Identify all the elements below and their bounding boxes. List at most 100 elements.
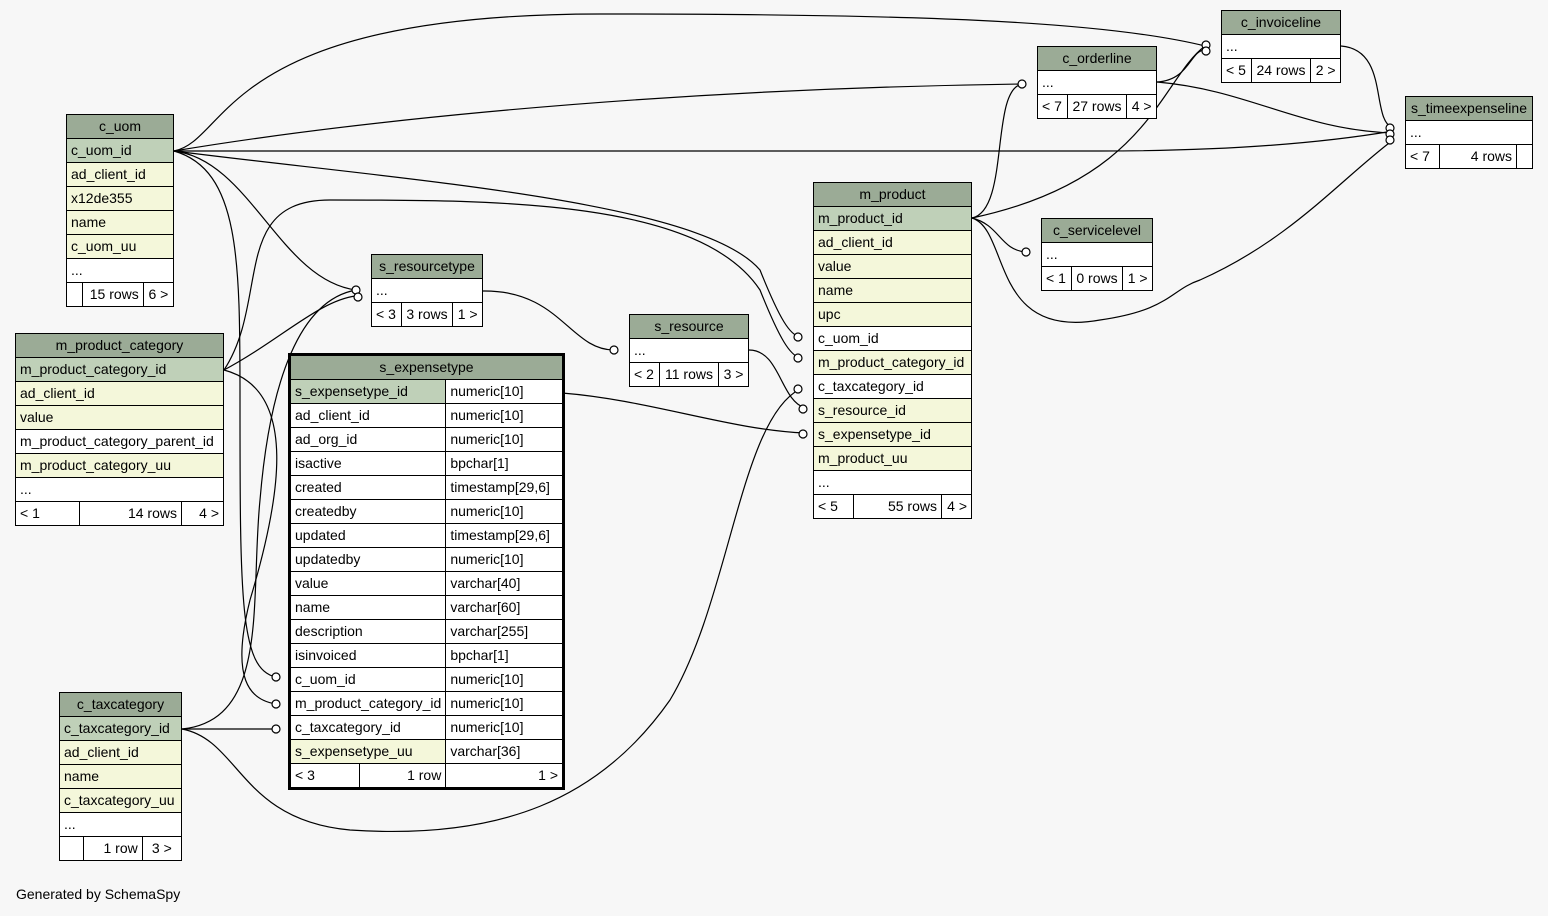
column-name: m_product_id: [813, 206, 972, 231]
edge-mpc-m_product: [223, 199, 801, 371]
table-c_servicelevel[interactable]: c_servicelevel ... < 1 0 rows 1 >: [1041, 218, 1153, 291]
parents-link[interactable]: < 7: [1405, 144, 1440, 169]
parents-link[interactable]: [66, 282, 83, 307]
column-name: c_uom_uu: [66, 234, 174, 259]
column-type: bpchar[1]: [445, 451, 563, 476]
column-name: updatedby: [289, 547, 447, 572]
parents-link[interactable]: < 1: [15, 501, 80, 526]
table-c_taxcategory[interactable]: c_taxcategory c_taxcategory_id ad_client…: [59, 692, 183, 861]
children-link[interactable]: 1 >: [445, 763, 563, 788]
edge-cil-s_timeexpenseline: [1340, 45, 1394, 129]
table-c_invoiceline[interactable]: c_invoiceline ... < 5 24 rows 2 >: [1221, 10, 1341, 83]
column-name: c_uom_id: [66, 138, 174, 163]
row-count: 0 rows: [1070, 266, 1124, 291]
column-name: updated: [289, 523, 447, 548]
column-name: s_expensetype_id: [289, 379, 447, 404]
edge-col-s_timeexpenseline: [1156, 81, 1394, 134]
column-name: s_expensetype_uu: [289, 739, 447, 764]
parents-link[interactable]: < 5: [1221, 58, 1252, 83]
table-title[interactable]: c_uom: [66, 114, 174, 139]
column-type: bpchar[1]: [445, 643, 563, 668]
edge-ctc-m_product: [181, 388, 801, 833]
column-name: c_taxcategory_id: [813, 374, 972, 399]
parents-link[interactable]: < 1: [1041, 266, 1072, 291]
table-s_resource[interactable]: s_resource ... < 2 11 rows 3 >: [629, 314, 749, 387]
table-title[interactable]: c_orderline: [1037, 46, 1157, 71]
children-link[interactable]: 4 >: [181, 501, 224, 526]
table-title[interactable]: m_product: [813, 182, 972, 207]
column-name: ad_client_id: [59, 740, 182, 765]
parents-link[interactable]: < 5: [813, 494, 854, 519]
table-title[interactable]: m_product_category: [15, 333, 224, 358]
parents-link[interactable]: < 3: [289, 763, 361, 788]
table-title[interactable]: s_timeexpenseline: [1405, 96, 1533, 121]
column-name: ad_client_id: [66, 162, 174, 187]
table-c_orderline[interactable]: c_orderline ... < 7 27 rows 4 >: [1037, 46, 1157, 119]
column-name: c_taxcategory_id: [289, 715, 447, 740]
column-name: ad_org_id: [289, 427, 447, 452]
column-name: ad_client_id: [289, 403, 447, 428]
row-count: 3 rows: [400, 302, 454, 327]
parents-link[interactable]: < 2: [629, 362, 660, 387]
column-name: upc: [813, 302, 972, 327]
column-more: ...: [1405, 120, 1533, 145]
edge-c_uom-s_expensetype: [173, 150, 277, 678]
column-name: value: [813, 254, 972, 279]
column-name: s_resource_id: [813, 398, 972, 423]
column-name: m_product_category_parent_id: [15, 429, 224, 454]
row-count: 11 rows: [658, 362, 720, 387]
row-count: 14 rows: [79, 501, 182, 526]
table-title[interactable]: s_expensetype: [290, 355, 563, 380]
children-link[interactable]: 1 >: [452, 302, 483, 327]
column-name: m_product_uu: [813, 446, 972, 471]
column-name: ad_client_id: [15, 381, 224, 406]
column-type: numeric[10]: [445, 403, 563, 428]
parents-link[interactable]: < 3: [371, 302, 402, 327]
children-link[interactable]: 3 >: [718, 362, 749, 387]
column-name: c_uom_id: [289, 667, 447, 692]
row-count: 4 rows: [1439, 144, 1517, 169]
column-type: numeric[10]: [445, 667, 563, 692]
edge-mp-c_orderline: [971, 83, 1023, 219]
table-title[interactable]: c_servicelevel: [1041, 218, 1153, 243]
table-title[interactable]: s_resourcetype: [371, 254, 483, 279]
column-name: isactive: [289, 451, 447, 476]
edge-mpc-s_expensetype: [223, 369, 278, 705]
children-link[interactable]: 2 >: [1310, 58, 1341, 83]
row-count: 55 rows: [853, 494, 942, 519]
row-count: 15 rows: [82, 282, 144, 307]
column-name: createdby: [289, 499, 447, 524]
children-link[interactable]: [1516, 144, 1533, 169]
edge-c_uom-s_timeexpenseline: [174, 130, 1394, 152]
table-s_resourcetype[interactable]: s_resourcetype ... < 3 3 rows 1 >: [371, 254, 483, 327]
column-name: value: [289, 571, 447, 596]
table-s_timeexpenseline[interactable]: s_timeexpenseline ... < 7 4 rows: [1405, 96, 1533, 169]
children-link[interactable]: 3 >: [141, 836, 183, 861]
children-link[interactable]: 4 >: [941, 494, 972, 519]
column-type: numeric[10]: [445, 427, 563, 452]
children-link[interactable]: 6 >: [142, 282, 175, 307]
table-m_product_category[interactable]: m_product_category m_product_category_id…: [15, 333, 224, 526]
column-name: name: [59, 764, 182, 789]
parents-link[interactable]: < 7: [1037, 94, 1068, 119]
table-title[interactable]: s_resource: [629, 314, 749, 339]
column-type: numeric[10]: [445, 379, 563, 404]
column-name: ad_client_id: [813, 230, 972, 255]
edge-c_uom-s_resourcetype: [173, 150, 357, 291]
edge-c_uom-m_product: [173, 150, 801, 338]
parents-link[interactable]: [59, 836, 84, 861]
column-type: varchar[255]: [445, 619, 563, 644]
table-m_product[interactable]: m_product m_product_id ad_client_id valu…: [813, 182, 972, 519]
generator-credit: Generated by SchemaSpy: [16, 886, 181, 902]
table-c_uom[interactable]: c_uom c_uom_id ad_client_id x12de355 nam…: [66, 114, 175, 307]
table-title[interactable]: c_taxcategory: [59, 692, 182, 717]
column-name: s_expensetype_id: [813, 422, 972, 447]
edge-c_uom-c_invoiceline: [173, 13, 1206, 152]
children-link[interactable]: 4 >: [1126, 94, 1157, 119]
column-type: numeric[10]: [445, 715, 563, 740]
column-name: isinvoiced: [289, 643, 447, 668]
column-name: name: [813, 278, 972, 303]
table-title[interactable]: c_invoiceline: [1221, 10, 1341, 35]
children-link[interactable]: 1 >: [1122, 266, 1153, 291]
